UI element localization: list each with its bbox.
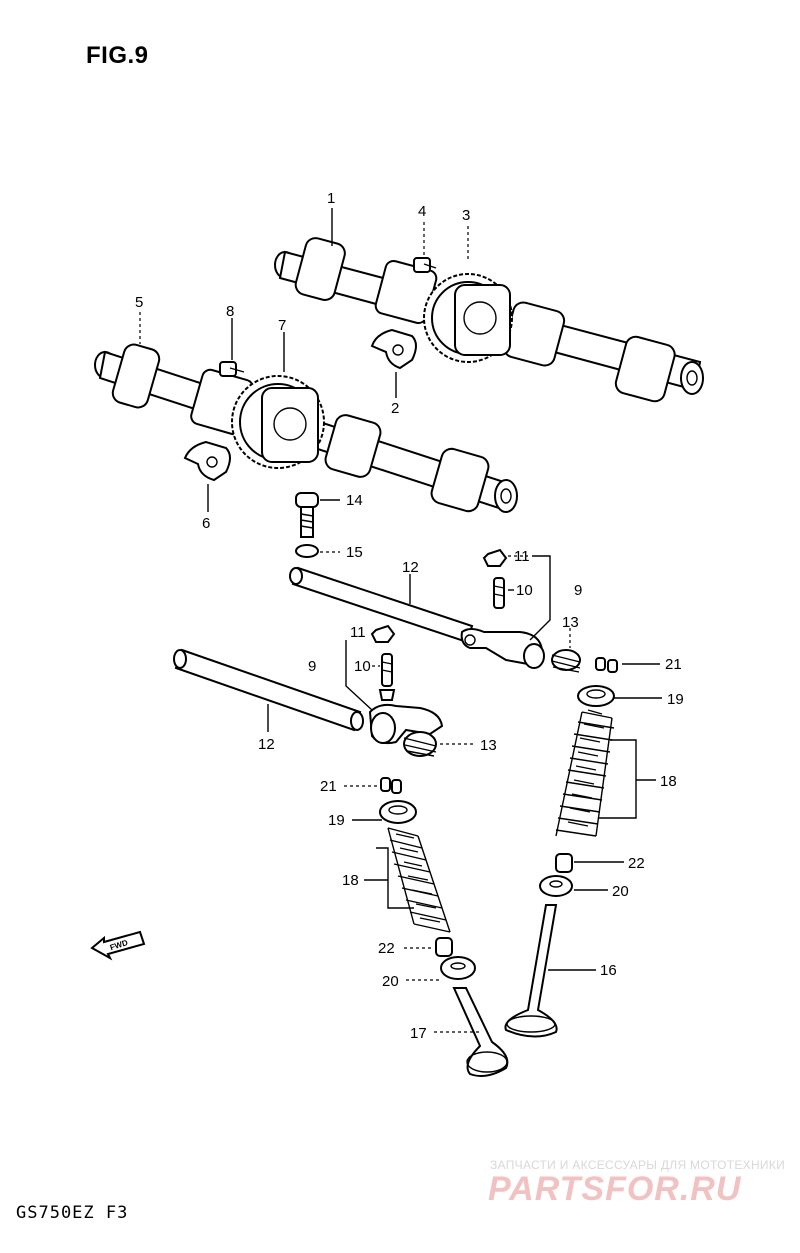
spring-seat-left [440,956,476,980]
valve-left [452,987,509,1077]
rocker-shaft-bolt [295,492,319,538]
rocker-shaft-lower [173,648,364,732]
valve-stem-seal-left [435,937,453,957]
callout-4: 4 [418,203,426,220]
washer [295,544,319,558]
adjuster-nut-upper [482,548,508,567]
valve-retainer-left [379,800,417,824]
sprocket-bolt-lower [219,361,245,377]
adjuster-nut-lower [370,624,396,643]
spring-seat-right [539,875,573,897]
callout-11-upper: 11 [514,548,530,565]
callout-20-right: 20 [612,883,629,900]
callout-11-lower: 11 [350,624,366,641]
valve-cotter-left [380,777,402,794]
callout-18-right: 18 [660,773,677,790]
callout-6: 6 [202,515,210,532]
callout-21-right: 21 [665,656,682,673]
callout-18-left: 18 [342,872,359,889]
callout-20-left: 20 [382,973,399,990]
callout-16: 16 [600,962,617,979]
callout-1: 1 [327,190,335,207]
valve-retainer-right [577,685,615,707]
callout-17: 17 [410,1025,427,1042]
camshaft-holder-upper [370,328,417,370]
cam-sprocket-upper [423,273,513,363]
watermark-tagline: ЗАПЧАСТИ И АКСЕССУАРЫ ДЛЯ МОТОТЕХНИКИ [490,1158,786,1172]
camshaft-holder-lower [183,440,231,482]
callout-10-lower: 10 [354,658,371,675]
callout-13-upper: 13 [562,614,579,631]
callout-13-lower: 13 [480,737,497,754]
cam-sprocket-lower [231,375,325,469]
callout-10-upper: 10 [516,582,533,599]
callout-labels: 1 4 3 2 5 8 7 6 14 15 12 11 10 9 13 21 1… [135,190,684,1042]
callout-7: 7 [278,317,286,334]
valve-cotter-right [595,657,618,673]
rocker-spring-upper [551,649,581,673]
valve-spring-right [555,709,615,837]
watermark-logo: PARTSFOR.RU [488,1170,742,1208]
callout-12-upper: 12 [402,559,419,576]
callout-9-upper: 9 [574,582,582,599]
sprocket-bolt-upper [413,257,437,273]
adjuster-screw-lower [378,653,396,701]
callout-5: 5 [135,294,143,311]
model-code: GS750EZ F3 [16,1203,129,1223]
adjuster-screw-upper [493,577,505,609]
valve-right [504,904,558,1038]
callout-3: 3 [462,207,470,224]
callout-12-lower: 12 [258,736,275,753]
rocker-spring-lower [403,731,437,757]
rocker-arm-lower [368,703,444,745]
callout-8: 8 [226,303,234,320]
callout-19-left: 19 [328,812,345,829]
fwd-arrow: FWD [90,930,146,961]
callout-14: 14 [346,492,363,509]
callout-19-right: 19 [667,691,684,708]
leader-lines [139,208,662,1033]
valve-stem-seal-right [555,853,573,873]
callout-9-lower: 9 [308,658,316,675]
callout-22-right: 22 [628,855,645,872]
figure-title: FIG.9 [86,42,149,69]
callout-2: 2 [391,400,399,417]
callout-15: 15 [346,544,363,561]
valve-spring-left [387,827,451,933]
callout-21-left: 21 [320,778,337,795]
rocker-arm-upper [460,628,545,669]
callout-22-left: 22 [378,940,395,957]
